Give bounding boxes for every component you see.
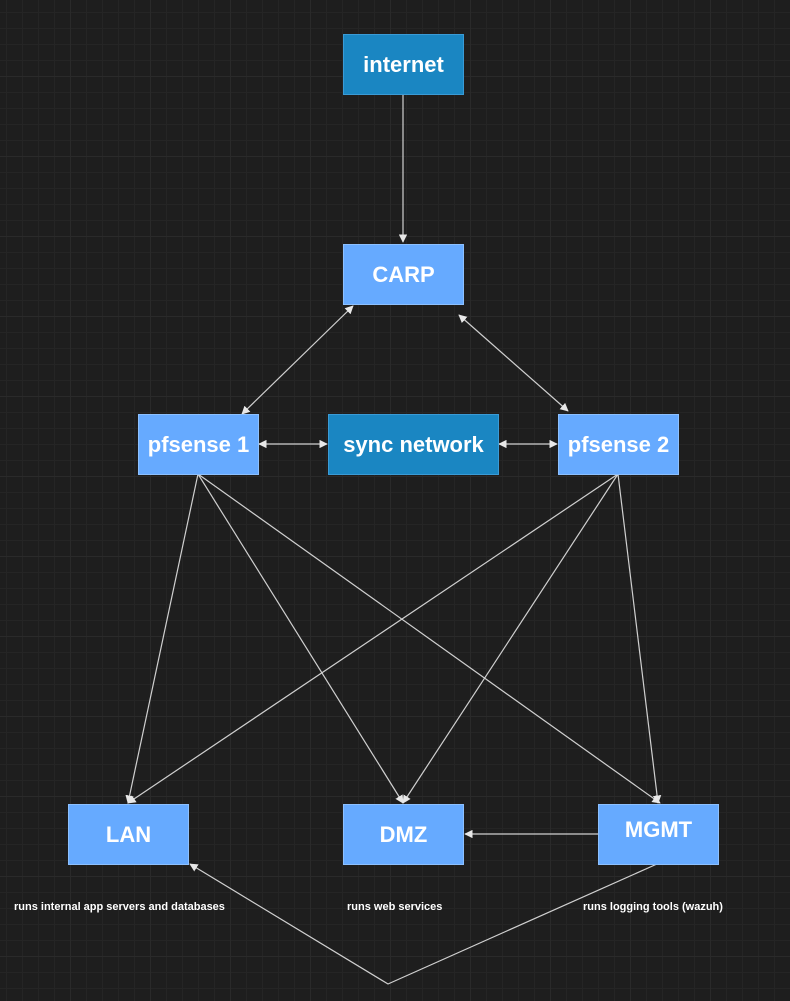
edge-pfsense2-lan bbox=[127, 473, 619, 804]
node-mgmt[interactable]: MGMT bbox=[598, 804, 719, 865]
node-sync-network-label: sync network bbox=[343, 431, 484, 457]
edge-mgmt-lan bbox=[189, 863, 658, 985]
caption-mgmt: runs logging tools (wazuh) bbox=[583, 901, 723, 913]
node-internet[interactable]: internet bbox=[343, 34, 464, 95]
node-dmz-label: DMZ bbox=[379, 821, 428, 847]
node-lan[interactable]: LAN bbox=[68, 804, 189, 865]
node-pfsense1-label: pfsense 1 bbox=[147, 431, 250, 457]
node-pfsense2-label: pfsense 2 bbox=[567, 431, 670, 457]
edge-carp-pfsense2 bbox=[458, 314, 569, 412]
edge-pfsense2-mgmt bbox=[617, 473, 662, 804]
node-pfsense1[interactable]: pfsense 1 bbox=[138, 414, 259, 475]
edge-pfsense1-dmz bbox=[197, 473, 404, 804]
node-carp[interactable]: CARP bbox=[343, 244, 464, 305]
edge-pfsense1-mgmt bbox=[197, 473, 661, 804]
node-dmz[interactable]: DMZ bbox=[343, 804, 464, 865]
caption-lan: runs internal app servers and databases bbox=[14, 901, 225, 913]
edge-carp-pfsense1 bbox=[241, 305, 354, 415]
node-mgmt-label: MGMT bbox=[624, 817, 693, 842]
node-carp-label: CARP bbox=[372, 261, 435, 287]
edge-pfsense2-dmz bbox=[402, 473, 619, 804]
node-pfsense2[interactable]: pfsense 2 bbox=[558, 414, 679, 475]
node-sync-network[interactable]: sync network bbox=[328, 414, 499, 475]
edge-pfsense1-lan bbox=[125, 473, 199, 804]
caption-dmz: runs web services bbox=[347, 901, 443, 913]
node-internet-label: internet bbox=[363, 51, 444, 77]
node-lan-label: LAN bbox=[105, 821, 152, 847]
